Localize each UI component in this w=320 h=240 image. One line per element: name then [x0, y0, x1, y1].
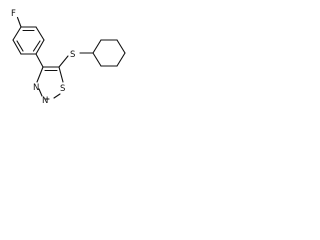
- cyclohexyl-ring: [92, 39, 126, 67]
- molecule-structure: F S N N S: [11, 9, 126, 106]
- atom-label-nitrogen-left: N: [33, 83, 39, 93]
- bond-ring-2: [35, 26, 45, 41]
- bond-f-c: [16, 16, 22, 28]
- bond-n3-n2-double-a: [38, 88, 43, 97]
- bond-c5-sthio: [58, 55, 69, 68]
- bond-ring-double-b: [32, 40, 41, 52]
- atom-label-fluorine: F: [11, 9, 16, 19]
- atom-label-nitrogen-right: N: [42, 96, 48, 106]
- bond-aryl-thiadiazole: [35, 53, 44, 68]
- bond-cy-6: [92, 52, 102, 67]
- bond-c5-s1: [58, 66, 64, 83]
- bond-cy-3: [116, 39, 126, 54]
- bond-cy-1: [92, 39, 102, 54]
- bond-cy-4: [116, 52, 126, 67]
- bond-ring-double-c: [16, 40, 24, 52]
- bond-c4-n3: [36, 66, 44, 83]
- atom-label-sulfur-ring: S: [60, 84, 65, 94]
- thiadiazole-ring: [36, 66, 64, 100]
- fluorophenyl-ring: [12, 16, 45, 55]
- atom-label-sulfur-thioether: S: [70, 50, 75, 60]
- bond-ring-3: [35, 39, 45, 55]
- bond-s1-n2: [53, 93, 61, 99]
- bond-ring-6: [12, 26, 22, 41]
- bond-ring-5: [12, 39, 22, 55]
